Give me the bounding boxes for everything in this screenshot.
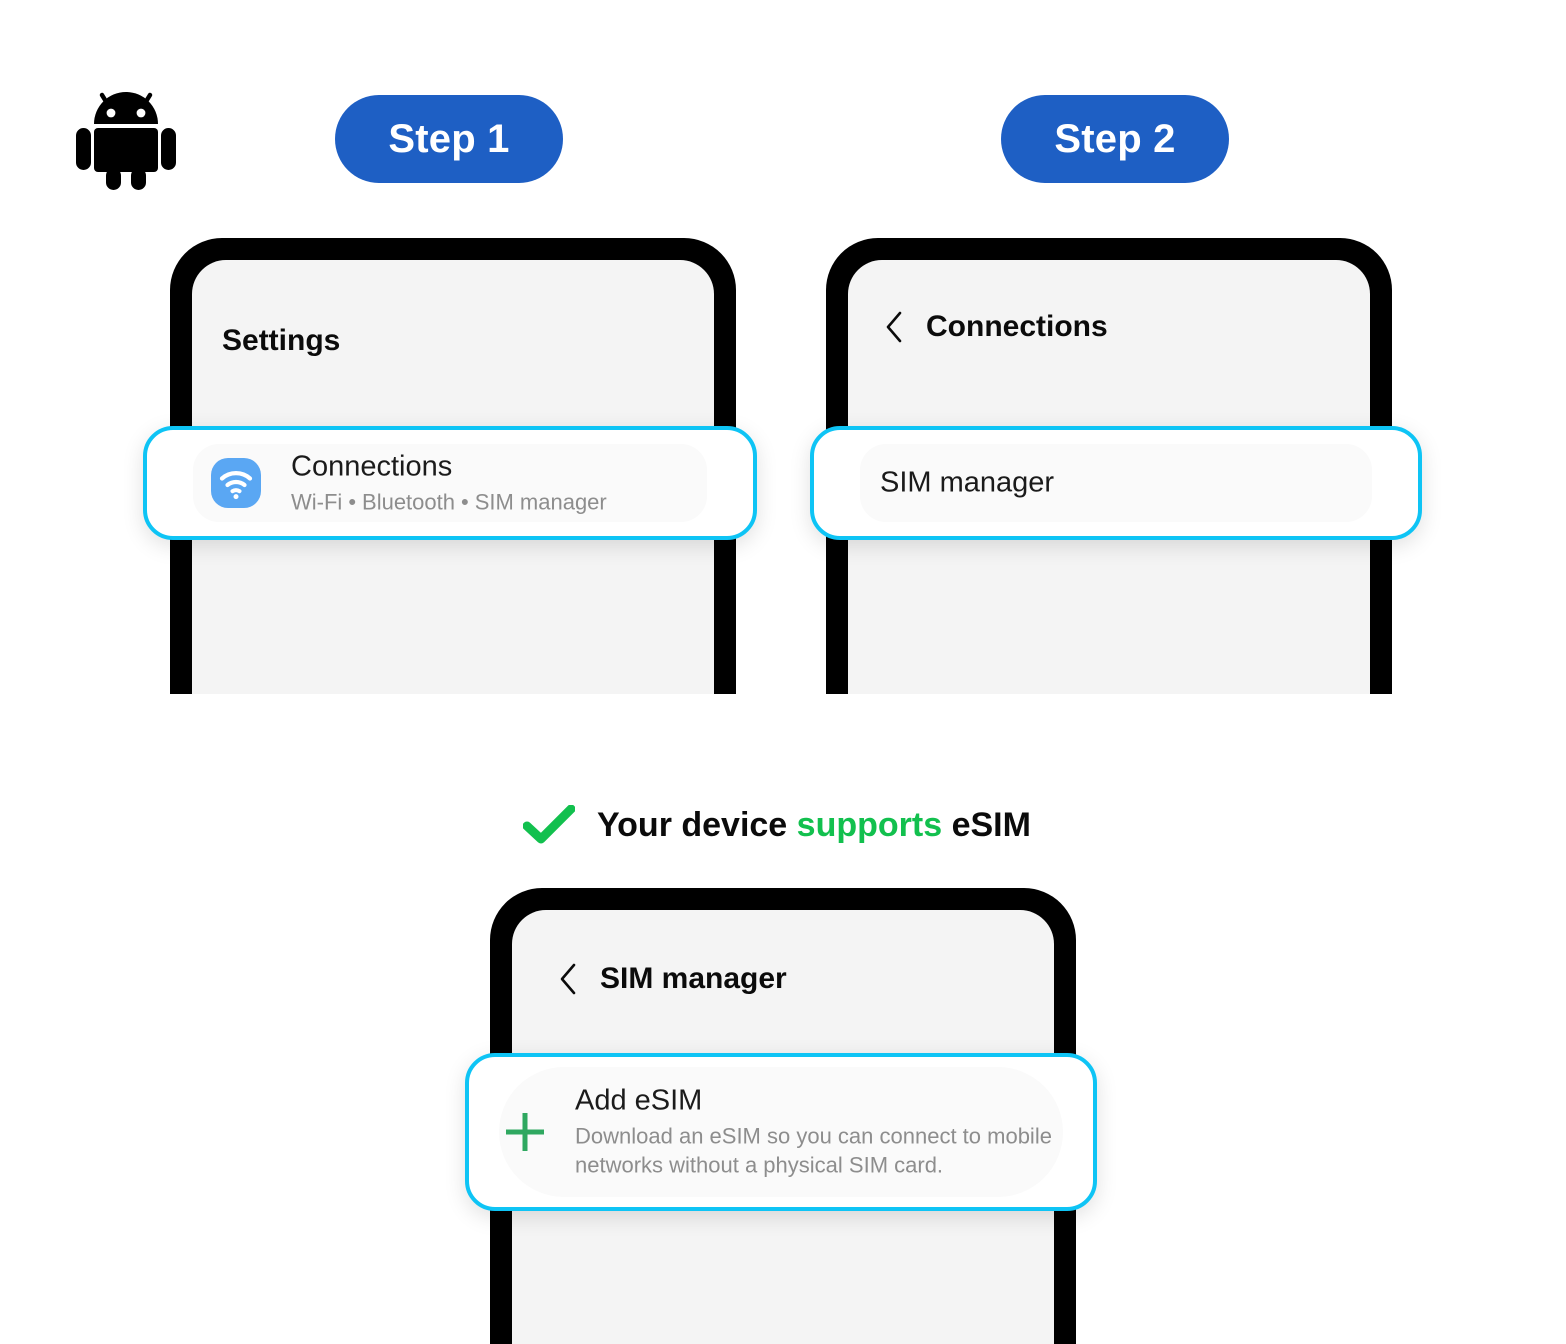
row-inner-surface: [193, 444, 707, 522]
plus-icon: [497, 1104, 553, 1160]
subtitle-part-sim-manager: SIM manager: [474, 489, 607, 515]
subtitle-part-bluetooth: Bluetooth: [362, 489, 455, 515]
screen-header-connections: Connections: [884, 310, 1108, 344]
subtitle-separator-1: •: [348, 489, 357, 515]
banner-text-before: Your device: [597, 805, 797, 844]
row-subtitle-connections: Wi-Fi•Bluetooth•SIM manager: [291, 487, 607, 517]
check-icon: [522, 804, 576, 845]
subtitle-separator-2: •: [460, 489, 469, 515]
row-title-sim-manager: SIM manager: [880, 466, 1055, 499]
page-title-connections: Connections: [926, 310, 1108, 343]
device-support-banner: Your device supports eSIM: [522, 804, 1031, 845]
banner-text-after: eSIM: [942, 805, 1031, 844]
page-title-settings: Settings: [222, 324, 341, 357]
row-inner-surface: [499, 1067, 1063, 1197]
chevron-left-icon[interactable]: [558, 962, 578, 996]
step-2-badge: Step 2: [1001, 95, 1229, 183]
row-title-add-esim: Add eSIM: [575, 1084, 703, 1117]
step-2-label: Step 2: [1054, 116, 1176, 161]
banner-text-accent: supports: [796, 805, 943, 844]
android-robot-icon: [74, 78, 178, 190]
screen-header-sim-manager: SIM manager: [558, 962, 787, 996]
row-title-connections: Connections: [291, 450, 453, 483]
wifi-icon: [211, 458, 261, 508]
page-title-sim-manager: SIM manager: [600, 962, 787, 995]
highlighted-row-sim-manager[interactable]: SIM manager: [810, 426, 1422, 540]
step-1-label: Step 1: [388, 116, 510, 161]
chevron-left-icon[interactable]: [884, 310, 904, 344]
row-description-add-esim: Download an eSIM so you can connect to m…: [575, 1123, 1052, 1178]
highlighted-row-add-esim[interactable]: Add eSIM Download an eSIM so you can con…: [465, 1053, 1097, 1211]
subtitle-part-wifi: Wi-Fi: [291, 489, 343, 515]
highlighted-row-connections[interactable]: Connections Wi-Fi•Bluetooth•SIM manager: [143, 426, 757, 540]
connections-text-block: Connections Wi-Fi•Bluetooth•SIM manager: [291, 449, 607, 516]
row-inner-surface: [860, 444, 1372, 522]
add-esim-text-block: Add eSIM Download an eSIM so you can con…: [575, 1084, 1085, 1179]
step-1-badge: Step 1: [335, 95, 563, 183]
device-support-text: Your device supports eSIM: [597, 806, 1031, 845]
